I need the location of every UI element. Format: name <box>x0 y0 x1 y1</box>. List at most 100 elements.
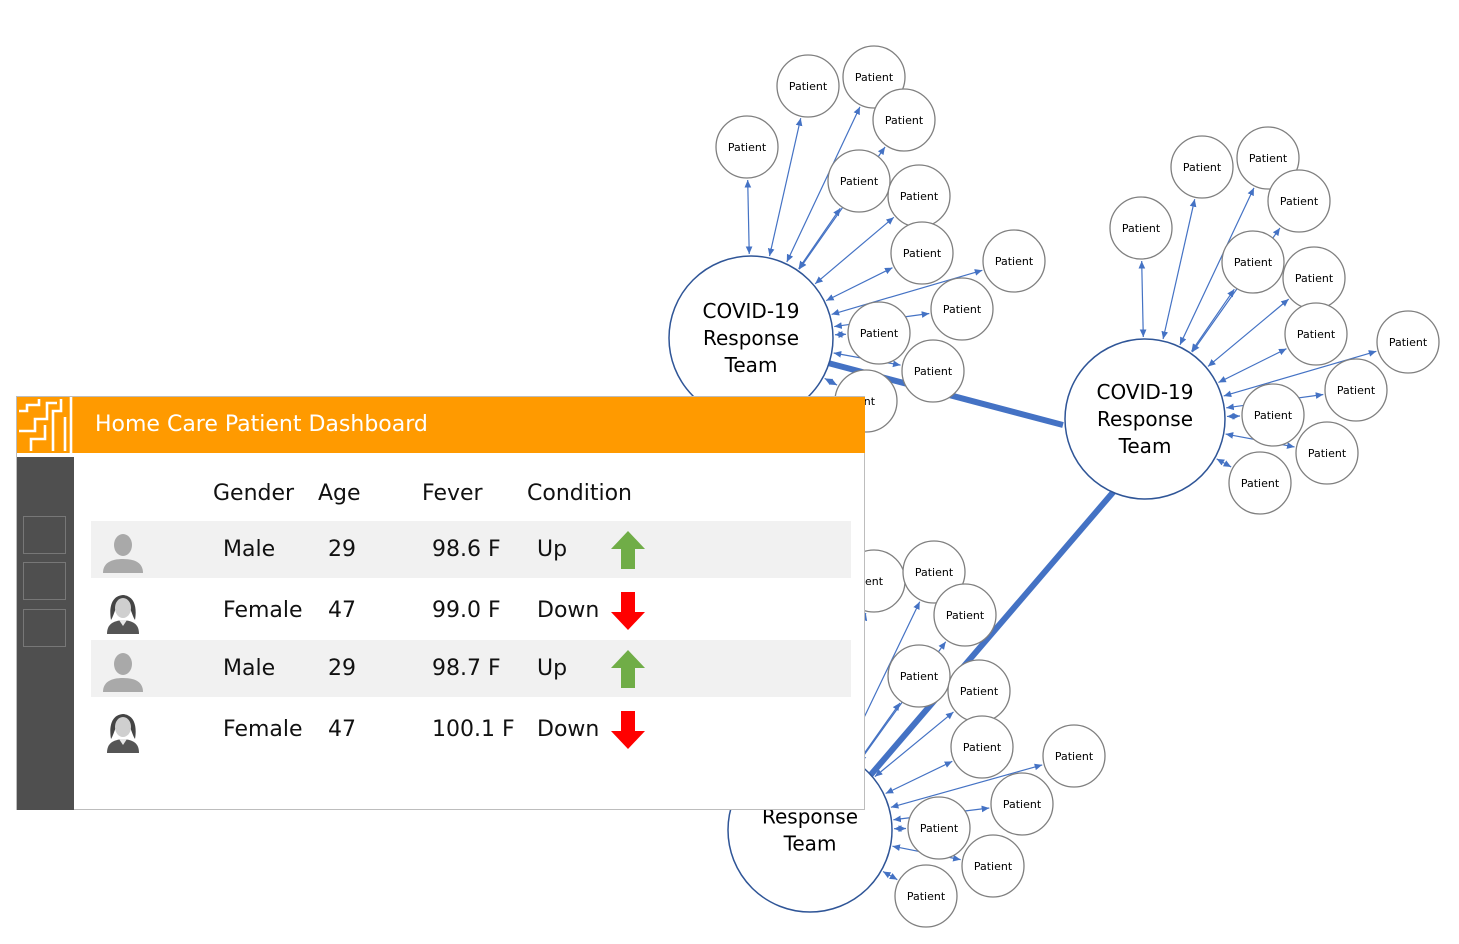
patient-node: Patient <box>887 644 951 708</box>
column-header-fever: Fever <box>422 481 483 506</box>
arrow-down-icon <box>611 592 645 630</box>
patient-node-circle <box>1295 421 1359 485</box>
table-row[interactable]: Female 47 100.1 F Down <box>91 701 851 758</box>
dashboard-title: Home Care Patient Dashboard <box>95 412 428 437</box>
patient-node-circle <box>1241 383 1305 447</box>
patient-label: Patient <box>860 327 899 340</box>
patient-node-circle <box>847 301 911 365</box>
arrow-up-icon <box>611 650 645 688</box>
patient-node-circle <box>950 715 1014 779</box>
column-header-age: Age <box>318 481 361 506</box>
patient-label: Patient <box>1337 384 1376 397</box>
patient-label: Patient <box>963 741 1002 754</box>
patient-node: Patient <box>1267 169 1331 233</box>
patient-link <box>1138 260 1147 338</box>
patient-node-circle <box>1109 196 1173 260</box>
cell-fever: 98.6 F <box>432 537 501 562</box>
patient-node: Patient <box>1042 724 1106 788</box>
patient-node-circle <box>930 277 994 341</box>
male-avatar-icon <box>97 529 149 573</box>
team-label: Response <box>1097 407 1193 431</box>
patient-label: Patient <box>1234 256 1273 269</box>
patient-label: Patient <box>1055 750 1094 763</box>
patient-node: Patient <box>1241 383 1305 447</box>
patient-node: Patient <box>950 715 1014 779</box>
patient-label: Patient <box>840 175 879 188</box>
dashboard-header: Home Care Patient Dashboard <box>17 397 865 453</box>
patient-label: Patient <box>1122 222 1161 235</box>
patient-node-circle <box>990 772 1054 836</box>
patient-link <box>1190 288 1235 352</box>
arrow-up-icon <box>611 531 645 569</box>
dashboard-sidebar <box>17 457 74 810</box>
patient-node-circle <box>1324 358 1388 422</box>
patient-node: Patient <box>982 229 1046 293</box>
cell-condition: Down <box>537 598 600 623</box>
patient-label: Patient <box>920 822 959 835</box>
patient-node-circle <box>907 796 971 860</box>
patient-node-circle <box>961 834 1025 898</box>
patient-label: Patient <box>900 190 939 203</box>
cell-condition: Up <box>537 656 568 681</box>
sidebar-button-3[interactable] <box>23 609 66 647</box>
patient-node: Patient <box>1221 230 1285 294</box>
patient-label: Patient <box>915 566 954 579</box>
logo-icon <box>19 397 73 453</box>
patient-node: Patient <box>776 54 840 118</box>
patient-label: Patient <box>855 71 894 84</box>
patient-label: Patient <box>1249 152 1288 165</box>
cell-age: 29 <box>328 656 356 681</box>
patient-node-circle <box>872 88 936 152</box>
patient-node-circle <box>1376 310 1440 374</box>
patient-label: Patient <box>960 685 999 698</box>
patient-node: Patient <box>715 115 779 179</box>
cell-fever: 98.7 F <box>432 656 501 681</box>
patient-label: Patient <box>1389 336 1428 349</box>
patient-node-circle <box>982 229 1046 293</box>
female-avatar-icon <box>97 590 149 634</box>
patient-label: Patient <box>1295 272 1334 285</box>
sidebar-button-1[interactable] <box>23 516 66 554</box>
team-node-circle <box>1064 338 1226 500</box>
cell-fever: 100.1 F <box>432 717 515 742</box>
patient-node-circle <box>1284 302 1348 366</box>
cell-age: 47 <box>328 717 356 742</box>
patient-node-circle <box>1042 724 1106 788</box>
team-label: COVID-19 <box>702 299 799 323</box>
cell-condition: Down <box>537 717 600 742</box>
patient-link <box>1216 458 1232 468</box>
patient-node: Patient <box>890 221 954 285</box>
patient-node-circle <box>827 149 891 213</box>
patient-label: Patient <box>1241 477 1280 490</box>
patient-label: ent <box>865 575 884 588</box>
patient-label: Patient <box>1297 328 1336 341</box>
patient-node: Patient <box>1284 302 1348 366</box>
patient-node: Patient <box>1295 421 1359 485</box>
patient-node: Patient <box>1170 135 1234 199</box>
cell-age: 29 <box>328 537 356 562</box>
patient-node: Patient <box>947 659 1011 723</box>
patient-label: Patient <box>903 247 942 260</box>
patient-node: Patient <box>961 834 1025 898</box>
patient-node: Patient <box>930 277 994 341</box>
patient-node: Patient <box>901 339 965 403</box>
patient-node: Patient <box>894 864 958 928</box>
patient-node: Patient <box>1376 310 1440 374</box>
patient-node-circle <box>1267 169 1331 233</box>
patient-node: Patient <box>990 772 1054 836</box>
sidebar-button-2[interactable] <box>23 562 66 600</box>
patient-node: Patient <box>887 164 951 228</box>
female-avatar-icon <box>97 709 149 753</box>
patient-node-circle <box>1221 230 1285 294</box>
cell-gender: Female <box>223 717 303 742</box>
patient-label: Patient <box>1308 447 1347 460</box>
patient-node-circle <box>1170 135 1234 199</box>
patient-label: Patient <box>943 303 982 316</box>
team-label: COVID-19 <box>1096 380 1193 404</box>
patient-label: Patient <box>914 365 953 378</box>
